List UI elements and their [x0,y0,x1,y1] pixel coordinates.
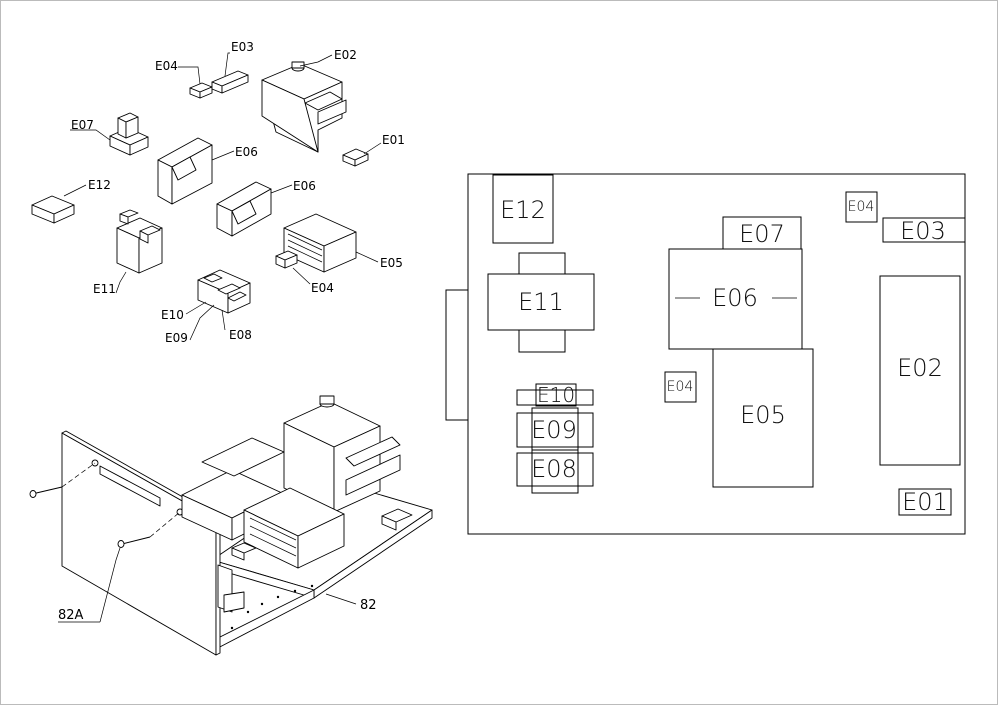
board-e12-box [492,174,554,244]
component-e04-exploded [189,82,213,99]
board-e05-box [712,348,814,488]
board-label-e09: E09 [531,416,577,444]
label-e04-exploded-b: E04 [311,281,334,295]
board-label-e11: E11 [518,288,564,316]
component-e03-exploded [211,70,249,94]
label-e11-exploded: E11 [93,282,116,296]
component-e02-exploded [261,61,347,153]
board-label-e07: E07 [739,220,785,248]
label-e05-exploded: E05 [380,256,403,270]
board-e10-box [516,389,594,406]
board-outline [467,173,966,535]
label-e07-exploded: E07 [71,118,94,132]
component-e11-exploded [116,209,163,274]
board-label-e12: E12 [500,196,546,224]
component-e12-exploded [31,195,75,224]
label-82a-screw: 82A [58,608,84,623]
board-e01-box [898,488,952,516]
component-e06-exploded-a [157,137,213,205]
board-label-e04-b: E04 [848,199,875,215]
label-e10-exploded: E10 [161,308,184,322]
board-label-e03: E03 [900,217,946,245]
label-82-plate: 82 [360,598,377,613]
board-label-e06: E06 [712,284,758,312]
exploded-view: E04 E03 E02 E01 E07 E06 E06 E12 E05 E04 … [31,40,405,345]
screw-lower [117,536,151,548]
component-e04-exploded-b [275,250,298,269]
screw-upper [29,486,63,498]
label-e02-exploded: E02 [334,48,357,62]
board-e09-box [516,412,594,448]
base-holes [230,584,314,630]
board-label-e02: E02 [897,354,943,382]
board-label-e05: E05 [740,401,786,429]
board-e08-box [516,452,594,487]
component-e08-e10-exploded [197,269,251,314]
component-e06-exploded-b [216,181,272,237]
label-e03-exploded: E03 [231,40,254,54]
board-layout: E12 E11 E10 E09 E08 E07 E06 E05 E04 [445,173,966,535]
board-e04-box-a [664,371,697,403]
board-label-e04-a: E04 [667,379,694,395]
component-e01-exploded [342,148,369,167]
label-e06-exploded-b: E06 [293,179,316,193]
board-label-e10: E10 [537,383,575,407]
label-e09-exploded: E09 [165,331,188,345]
board-label-e01: E01 [902,488,948,516]
label-e04-exploded: E04 [155,59,178,73]
label-e01-exploded: E01 [382,133,405,147]
board-e02-box [879,275,961,466]
board-e03-box [882,217,966,243]
board-label-e08: E08 [531,455,577,483]
assembly-view: 82A 82 [29,395,433,656]
label-e08-exploded: E08 [229,328,252,342]
board-e04-box-b [845,191,878,223]
label-e12-exploded: E12 [88,178,111,192]
component-e05-exploded [283,213,357,273]
component-e07-exploded [109,112,149,156]
label-e06-exploded-a: E06 [235,145,258,159]
